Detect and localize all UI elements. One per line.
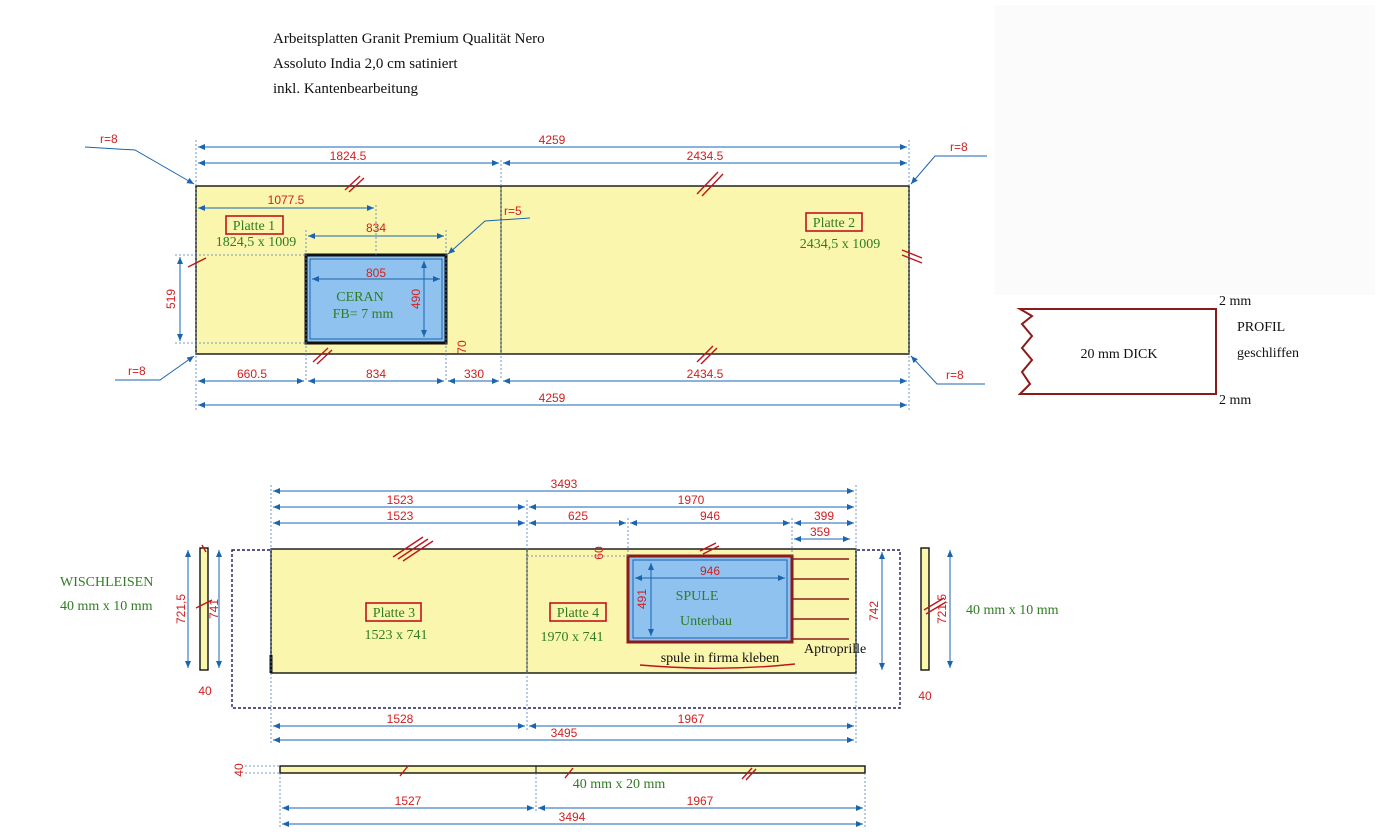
- plate3-label: Platte 3: [373, 606, 415, 621]
- dim-b-bottom-left: 1528: [387, 712, 414, 726]
- dim-w-left-inner: 741: [207, 599, 221, 619]
- faint-background-panel: [995, 5, 1375, 295]
- plate3-size: 1523 x 741: [365, 628, 428, 643]
- dim-left-depth: 519: [164, 289, 178, 309]
- dim-sink-inner-w: 946: [700, 564, 720, 578]
- dim-b-right: 1970: [678, 493, 705, 507]
- plate1-size: 1824,5 x 1009: [216, 235, 297, 250]
- dim-b-bottom-right: 1967: [678, 712, 705, 726]
- dim-overall-top: 4259: [539, 133, 566, 147]
- dim-w-right: 721,5: [935, 594, 949, 624]
- plate1-label: Platte 1: [233, 219, 275, 234]
- dim-w-left-outer: 721,5: [174, 594, 188, 624]
- dim-sink-inner-h: 491: [635, 589, 649, 609]
- dim-left-top: 1824.5: [330, 149, 367, 163]
- bottom-drawing: 946 491 SPULE Unterbau Aptroprille spule…: [60, 477, 1059, 745]
- plate2-label: Platte 2: [813, 216, 855, 231]
- dashed-outline: [231, 549, 901, 709]
- dim-strip-right: 1967: [687, 794, 714, 808]
- profile-top: 2 mm: [1219, 294, 1251, 309]
- profile-shape: [1016, 308, 1217, 395]
- dim-bottom-1: 660.5: [237, 367, 267, 381]
- dim-to-cutout: 1077.5: [268, 193, 305, 207]
- title-line-2: Assoluto India 2,0 cm satiniert: [273, 56, 458, 72]
- ceran-label: CERAN: [336, 290, 383, 305]
- dim-b-overall: 3493: [551, 477, 578, 491]
- plate2-labelbox: [805, 212, 863, 232]
- profile-bottom: 2 mm: [1219, 393, 1251, 408]
- plate3-labelbox: [365, 602, 422, 622]
- radius-top-left: r=8: [100, 132, 118, 146]
- radius-bottom-right: r=8: [946, 368, 964, 382]
- cut-marks-top: [187, 171, 923, 365]
- profile-center: 20 mm DICK: [1081, 347, 1158, 362]
- dim-bottom-2: 834: [366, 367, 386, 381]
- strip-drawing: 40 40 mm x 20 mm 1527 1967 3494: [232, 763, 866, 828]
- radius-top-right: r=8: [950, 140, 968, 154]
- dim-bottom-4: 2434.5: [687, 367, 724, 381]
- drainage-label: Aptroprille: [804, 642, 866, 657]
- title-line-1: Arbeitsplatten Granit Premium Qualität N…: [273, 31, 545, 47]
- ceran-fb: FB= 7 mm: [333, 307, 394, 322]
- dim-bottom-3: 330: [464, 367, 484, 381]
- dim-w-left-width: 40: [198, 684, 212, 698]
- sink-sublabel: Unterbau: [680, 614, 732, 629]
- wischleisen-size-left: 40 mm x 10 mm: [60, 599, 153, 614]
- dim-b-offset: 60: [592, 546, 606, 560]
- plate4-labelbox: [549, 602, 607, 622]
- top-slab: [195, 185, 910, 355]
- dim-b-left2: 1523: [387, 509, 414, 523]
- dim-strip-overall: 3494: [559, 810, 586, 824]
- dim-b-399: 399: [814, 509, 834, 523]
- profile-drawing: 2 mm 2 mm 20 mm DICK PROFIL geschliffen: [1016, 294, 1299, 408]
- wischleisen-title: WISCHLEISEN: [60, 575, 153, 590]
- ceran-cutout-inner: [309, 258, 443, 340]
- dim-strip-left: 1527: [395, 794, 422, 808]
- dim-cutout-inner-height: 490: [409, 289, 423, 309]
- sink-label: SPULE: [676, 589, 719, 604]
- dim-b-625: 625: [568, 509, 588, 523]
- profile-label2: geschliffen: [1237, 346, 1299, 361]
- dim-overall-bottom: 4259: [539, 391, 566, 405]
- dim-offset: 70: [455, 340, 469, 354]
- dim-right-top: 2434.5: [687, 149, 724, 163]
- dim-b-right-depth: 742: [867, 601, 881, 621]
- profile-label1: PROFIL: [1237, 320, 1285, 335]
- radius-bottom-left: r=8: [128, 364, 146, 378]
- dim-b-bottom-overall: 3495: [551, 726, 578, 740]
- dim-cutout-width: 834: [366, 221, 386, 235]
- strip-label: 40 mm x 20 mm: [573, 777, 666, 792]
- drainage-grooves: [792, 558, 849, 640]
- dim-b-359: 359: [810, 525, 830, 539]
- radius-inner: r=5: [504, 204, 522, 218]
- dim-w-right-width: 40: [918, 689, 932, 703]
- title-line-3: inkl. Kantenbearbeitung: [273, 81, 418, 97]
- plate1-labelbox: [225, 215, 284, 235]
- plate4-size: 1970 x 741: [541, 630, 604, 645]
- sink-note: spule in firma kleben: [661, 651, 780, 666]
- dim-cutout-inner-width: 805: [366, 266, 386, 280]
- dim-b-left: 1523: [387, 493, 414, 507]
- dim-strip-height: 40: [232, 763, 246, 777]
- plate2-size: 2434,5 x 1009: [800, 237, 881, 252]
- wischleisen-size-right: 40 mm x 10 mm: [966, 603, 1059, 618]
- top-drawing: 4259 1824.5 2434.5 1077.5 834 805 490 51…: [84, 132, 987, 410]
- dim-b-946: 946: [700, 509, 720, 523]
- plate4-label: Platte 4: [557, 606, 599, 621]
